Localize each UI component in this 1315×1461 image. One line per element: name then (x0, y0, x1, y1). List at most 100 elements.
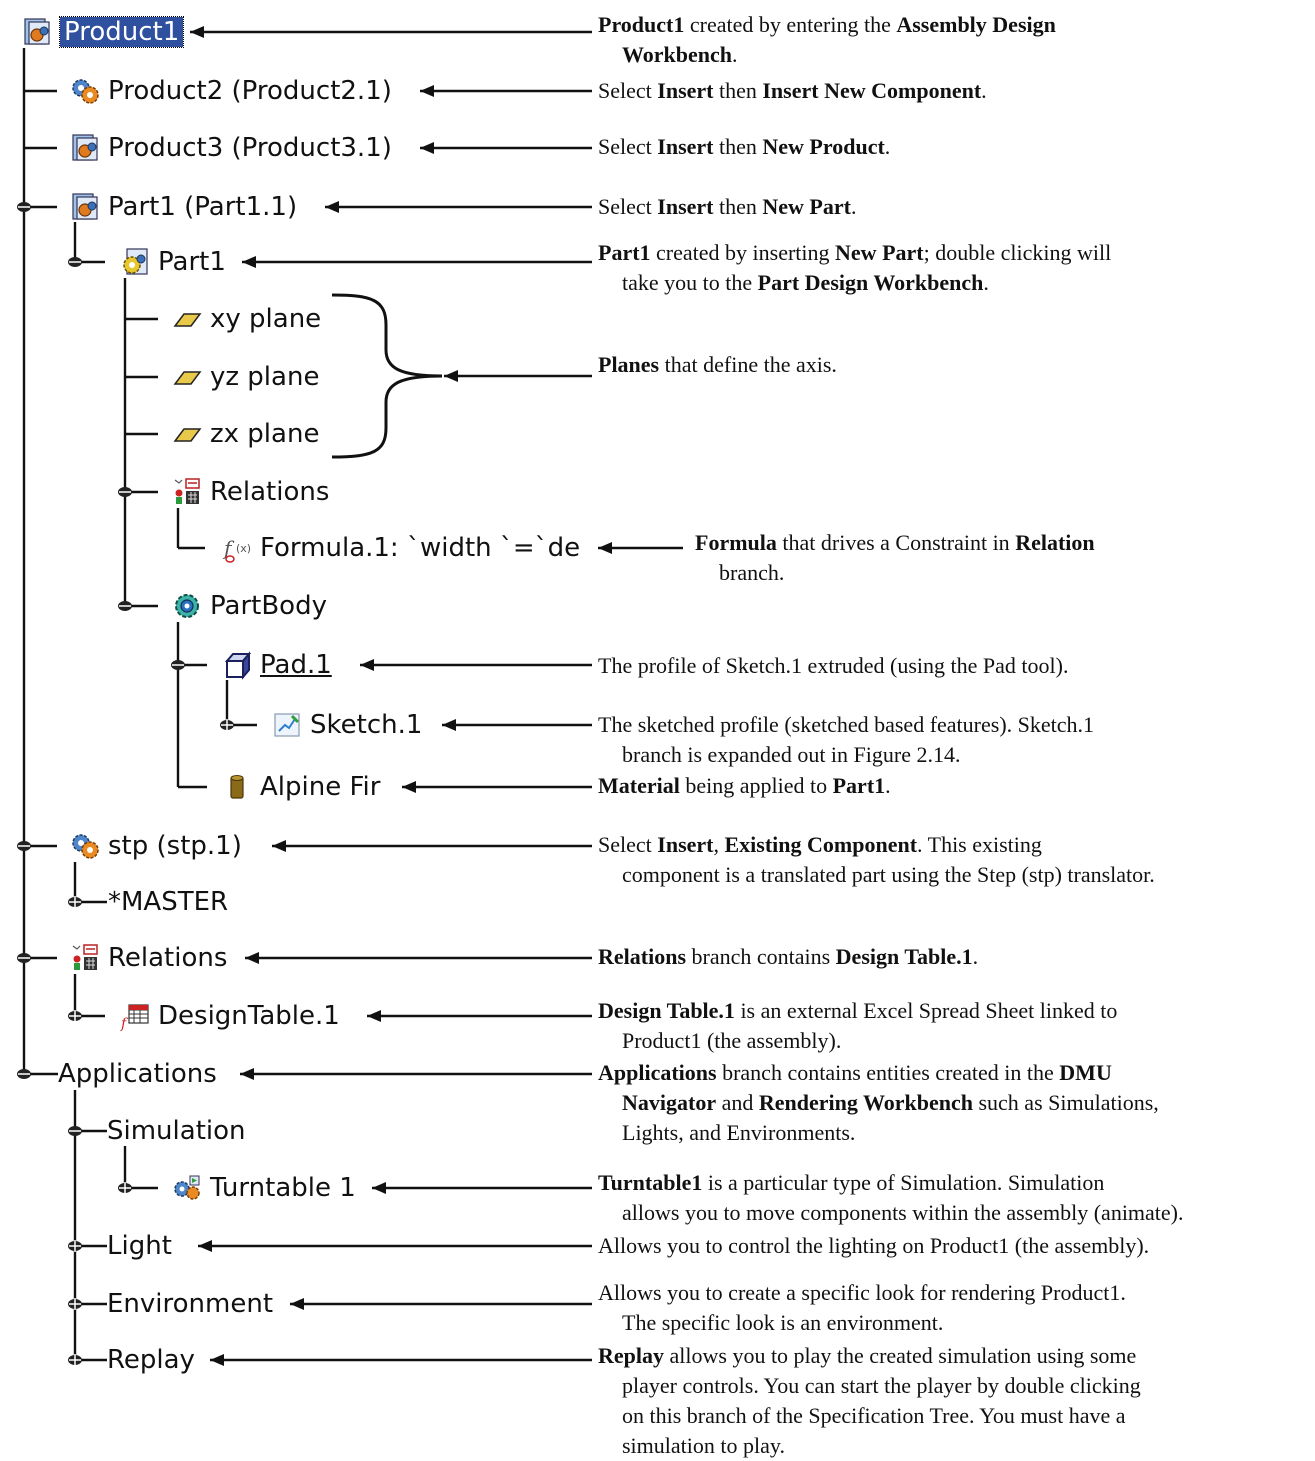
annotation-line: Applications branch contains entities cr… (598, 1058, 1159, 1088)
annotation-line: The sketched profile (sketched based fea… (598, 710, 1094, 740)
tree-node-xy[interactable]: xy plane (172, 302, 321, 336)
tree-node-label: PartBody (210, 591, 327, 621)
tree-node-label: Relations (210, 477, 330, 507)
tree-node-label: Environment (107, 1289, 274, 1319)
arrow-turntable-head (372, 1182, 386, 1194)
annotation-replay: Replay allows you to play the created si… (598, 1341, 1141, 1461)
tree-node-applications[interactable]: Applications (58, 1057, 217, 1091)
annotation-text: player controls. You can start the playe… (622, 1373, 1141, 1398)
tree-node-label: Alpine Fir (260, 772, 381, 802)
tree-node-turntable[interactable]: Turntable 1 (172, 1171, 356, 1205)
annotation-product1: Product1 created by entering the Assembl… (598, 10, 1056, 70)
annotation-line: branch is expanded out in Figure 2.14. (598, 740, 1094, 770)
annotation-bold-text: Relations (598, 944, 686, 969)
arrow-part1-inst-head (325, 201, 339, 213)
tree-node-label: Sketch.1 (310, 710, 423, 740)
formula-icon: f(x) (222, 533, 252, 563)
tree-node-product3[interactable]: Product3 (Product3.1) (70, 131, 392, 165)
arrow-product1-head (190, 26, 204, 38)
annotation-bold-text: Rendering Workbench (758, 1090, 973, 1115)
annotation-text: allows you to move components within the… (622, 1200, 1184, 1225)
annotation-text: that define the axis. (659, 352, 837, 377)
tree-node-part1-inst[interactable]: Part1 (Part1.1) (70, 190, 297, 224)
annotation-line: allows you to move components within the… (598, 1198, 1184, 1228)
annotation-bold-text: Planes (598, 352, 660, 377)
tree-node-sketch[interactable]: Sketch.1 (272, 708, 422, 742)
annotation-text: is an external Excel Spread Sheet linked… (734, 998, 1118, 1023)
tree-node-light[interactable]: Light (107, 1229, 172, 1263)
tree-node-simulation[interactable]: Simulation (107, 1114, 246, 1148)
annotation-line: player controls. You can start the playe… (598, 1371, 1141, 1401)
tree-node-label: Simulation (107, 1116, 246, 1146)
annotation-bold-text: Insert (657, 194, 714, 219)
tree-node-material[interactable]: Alpine Fir (222, 770, 380, 804)
product-icon (70, 133, 100, 163)
material-icon (222, 772, 252, 802)
plane-icon (172, 304, 202, 334)
tree-node-environment[interactable]: Environment (107, 1287, 273, 1321)
annotation-line: The specific look is an environment. (598, 1308, 1126, 1338)
annotation-text: is a particular type of Simulation. Simu… (702, 1170, 1105, 1195)
annotation-light: Allows you to control the lighting on Pr… (598, 1231, 1149, 1261)
tree-node-part1[interactable]: Part1 (120, 245, 226, 279)
annotation-text: on this branch of the Specification Tree… (622, 1403, 1126, 1428)
annotation-line: Lights, and Environments. (598, 1118, 1159, 1148)
tree-node-zx[interactable]: zx plane (172, 417, 319, 451)
tree-node-product1[interactable]: Product1 (22, 15, 185, 49)
annotation-product2: Select Insert then Insert New Component. (598, 76, 987, 106)
annotation-part1: Part1 created by inserting New Part; dou… (598, 238, 1111, 298)
annotation-text: Product1 (the assembly). (622, 1028, 842, 1053)
tree-node-pad[interactable]: Pad.1 (222, 648, 332, 682)
annotation-text: Select (598, 78, 658, 103)
annotation-bold-text: Turntable1 (598, 1170, 703, 1195)
annotation-product3: Select Insert then New Product. (598, 132, 890, 162)
tree-node-partbody[interactable]: PartBody (172, 589, 327, 623)
annotation-text: then (713, 194, 763, 219)
tree-node-stp[interactable]: stp (stp.1) (70, 829, 242, 863)
annotation-part1-inst: Select Insert then New Part. (598, 192, 856, 222)
tree-node-relations1[interactable]: Relations (172, 475, 329, 509)
tree-node-label: Formula.1: `width `=`de (260, 533, 581, 563)
annotation-bold-text: New Product (762, 134, 885, 159)
annotation-material: Material being applied to Part1. (598, 771, 891, 801)
annotation-bold-text: Insert (657, 134, 714, 159)
tree-node-master[interactable]: *MASTER (108, 885, 228, 919)
tree-node-formula[interactable]: f(x) Formula.1: `width `=`de (222, 531, 582, 565)
tree-node-label: Part1 (Part1.1) (108, 192, 298, 222)
annotation-bold-text: Part1 (832, 773, 886, 798)
annotation-text: . This existing (917, 832, 1042, 857)
annotation-text: Select (598, 194, 658, 219)
annotation-text: Allows you to control the lighting on Pr… (598, 1233, 1150, 1258)
tree-node-yz[interactable]: yz plane (172, 360, 319, 394)
annotation-line: Turntable1 is a particular type of Simul… (598, 1168, 1184, 1198)
tree-node-replay[interactable]: Replay (107, 1343, 195, 1377)
annotation-bold-text: New Part (762, 194, 851, 219)
annotation-bold-text: Product1 (598, 12, 685, 37)
part-icon (120, 247, 150, 277)
annotation-text: Lights, and Environments. (622, 1120, 856, 1145)
tree-node-product2[interactable]: Product2 (Product2.1) (70, 74, 392, 108)
annotation-text: created by inserting (650, 240, 836, 265)
sketch-icon (272, 710, 302, 740)
annotation-line: Select Insert then Insert New Component. (598, 76, 987, 106)
annotation-line: Product1 created by entering the Assembl… (598, 10, 1056, 40)
annotation-text: Allows you to create a specific look for… (598, 1280, 1126, 1305)
annotation-text: then (713, 78, 763, 103)
annotation-line: Product1 (the assembly). (598, 1026, 1117, 1056)
tree-node-label: Replay (107, 1345, 195, 1375)
arrow-pad-head (360, 659, 374, 671)
arrow-applications-head (240, 1068, 254, 1080)
annotation-planes: Planes that define the axis. (598, 350, 837, 380)
annotation-bold-text: Insert New Component (762, 78, 982, 103)
tree-node-relations2[interactable]: Relations (70, 941, 227, 975)
arrow-light-head (198, 1240, 212, 1252)
annotation-bold-text: Design Table.1 (835, 944, 973, 969)
annotation-bold-text: Applications (598, 1060, 717, 1085)
arrow-part1-head (242, 256, 256, 268)
annotation-line: Relations branch contains Design Table.1… (598, 942, 978, 972)
annotation-bold-text: Part1 (598, 240, 651, 265)
tree-node-label: xy plane (210, 304, 322, 334)
